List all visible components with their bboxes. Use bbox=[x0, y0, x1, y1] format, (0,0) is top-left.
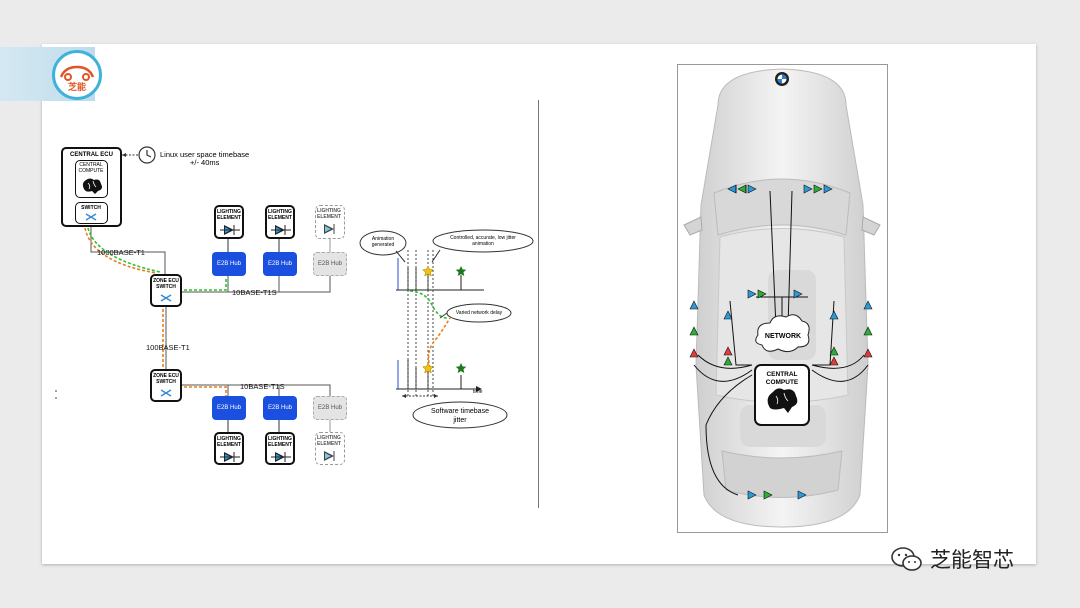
lighting-element-optional: LIGHTING ELEMENT bbox=[315, 432, 345, 465]
switch-icon bbox=[85, 213, 97, 221]
controlled-animation-label: Controlled, accurate, low jitter animati… bbox=[450, 235, 516, 247]
lighting-element: LIGHTING ELEMENT bbox=[214, 205, 244, 239]
zone-ecu-top: ZONE ECU SWITCH bbox=[150, 274, 182, 307]
logo: 芝能 bbox=[52, 50, 102, 100]
lighting-element-label: LIGHTING ELEMENT bbox=[317, 435, 341, 447]
central-ecu-title: CENTRAL ECU bbox=[70, 152, 113, 158]
led-icon bbox=[271, 452, 291, 462]
star-icon bbox=[422, 265, 434, 277]
switch-icon bbox=[160, 389, 172, 397]
timebase-label-2: +/- 40ms bbox=[190, 158, 220, 167]
central-compute-label: CENTRAL COMPUTE bbox=[78, 162, 104, 174]
time-axis-label: time bbox=[473, 389, 483, 395]
central-ecu-box: CENTRAL ECU CENTRAL COMPUTE SWITCH bbox=[61, 147, 122, 227]
star-icon bbox=[455, 266, 467, 276]
led-array bbox=[689, 184, 873, 500]
lighting-element: LIGHTING ELEMENT bbox=[265, 205, 295, 239]
zone-ecu-bottom: ZONE ECU SWITCH bbox=[150, 369, 182, 402]
car-topview bbox=[683, 68, 881, 528]
lighting-element-label: LIGHTING ELEMENT bbox=[217, 436, 241, 448]
led-icon bbox=[271, 225, 291, 235]
brain-icon bbox=[82, 178, 102, 194]
lighting-element: LIGHTING ELEMENT bbox=[265, 432, 295, 465]
e2b-hub-optional: E2B Hub bbox=[313, 252, 347, 276]
watermark-text: 芝能智芯 bbox=[930, 548, 1014, 572]
clock-icon bbox=[138, 146, 156, 164]
e2b-hub: E2B Hub bbox=[263, 396, 297, 420]
car-diagram: NETWORK CENTRAL COMPUTE bbox=[677, 64, 888, 533]
brain-icon bbox=[767, 388, 798, 413]
zone-ecu-top-label: ZONE ECU SWITCH bbox=[153, 278, 179, 290]
t1s-top-label: 10BASE-T1S bbox=[232, 288, 277, 297]
t1s-bottom-label: 10BASE-T1S bbox=[240, 382, 285, 391]
led-icon bbox=[324, 224, 335, 234]
watermark: 芝能智芯 bbox=[890, 544, 1014, 574]
wechat-icon bbox=[891, 547, 922, 571]
animation-generated-label: Animation generated bbox=[371, 236, 395, 248]
timing-diagram bbox=[359, 229, 534, 429]
lighting-element-label: LIGHTING ELEMENT bbox=[268, 436, 292, 448]
zone-ecu-bottom-label: ZONE ECU SWITCH bbox=[153, 373, 179, 385]
jitter-label: Software timebase jitter bbox=[431, 408, 489, 424]
lighting-element-label: LIGHTING ELEMENT bbox=[268, 209, 292, 221]
switch-box: SWITCH bbox=[75, 202, 108, 224]
lighting-element-label: LIGHTING ELEMENT bbox=[217, 209, 241, 221]
zone-link-label: 100BASE-T1 bbox=[146, 343, 190, 352]
led-icon bbox=[220, 452, 240, 462]
timebase-label-1: Linux user space timebase bbox=[160, 150, 250, 159]
links-layer bbox=[55, 227, 331, 432]
divider bbox=[538, 100, 539, 508]
timebase-connector bbox=[122, 153, 138, 157]
lighting-element-optional: LIGHTING ELEMENT bbox=[315, 205, 345, 239]
led-icon bbox=[220, 225, 240, 235]
e2b-hub: E2B Hub bbox=[212, 252, 246, 276]
lighting-element-label: LIGHTING ELEMENT bbox=[317, 208, 341, 220]
star-icon bbox=[422, 362, 434, 374]
central-compute-box: CENTRAL COMPUTE bbox=[75, 160, 108, 198]
star-icon bbox=[455, 363, 467, 373]
network-label: NETWORK bbox=[764, 333, 802, 340]
central-compute-label: CENTRAL COMPUTE bbox=[765, 371, 799, 386]
led-icon bbox=[324, 451, 335, 461]
varied-delay-label: Varied network delay bbox=[455, 310, 503, 316]
logo-text: 芝能 bbox=[67, 83, 86, 93]
lighting-element: LIGHTING ELEMENT bbox=[214, 432, 244, 465]
switch-label: SWITCH bbox=[81, 205, 101, 211]
e2b-hub: E2B Hub bbox=[263, 252, 297, 276]
e2b-hub: E2B Hub bbox=[212, 396, 246, 420]
switch-icon bbox=[160, 294, 172, 302]
e2b-hub-optional: E2B Hub bbox=[313, 396, 347, 420]
backbone-link-label: 1000BASE-T1 bbox=[97, 248, 145, 257]
car-logo-icon bbox=[59, 65, 95, 81]
